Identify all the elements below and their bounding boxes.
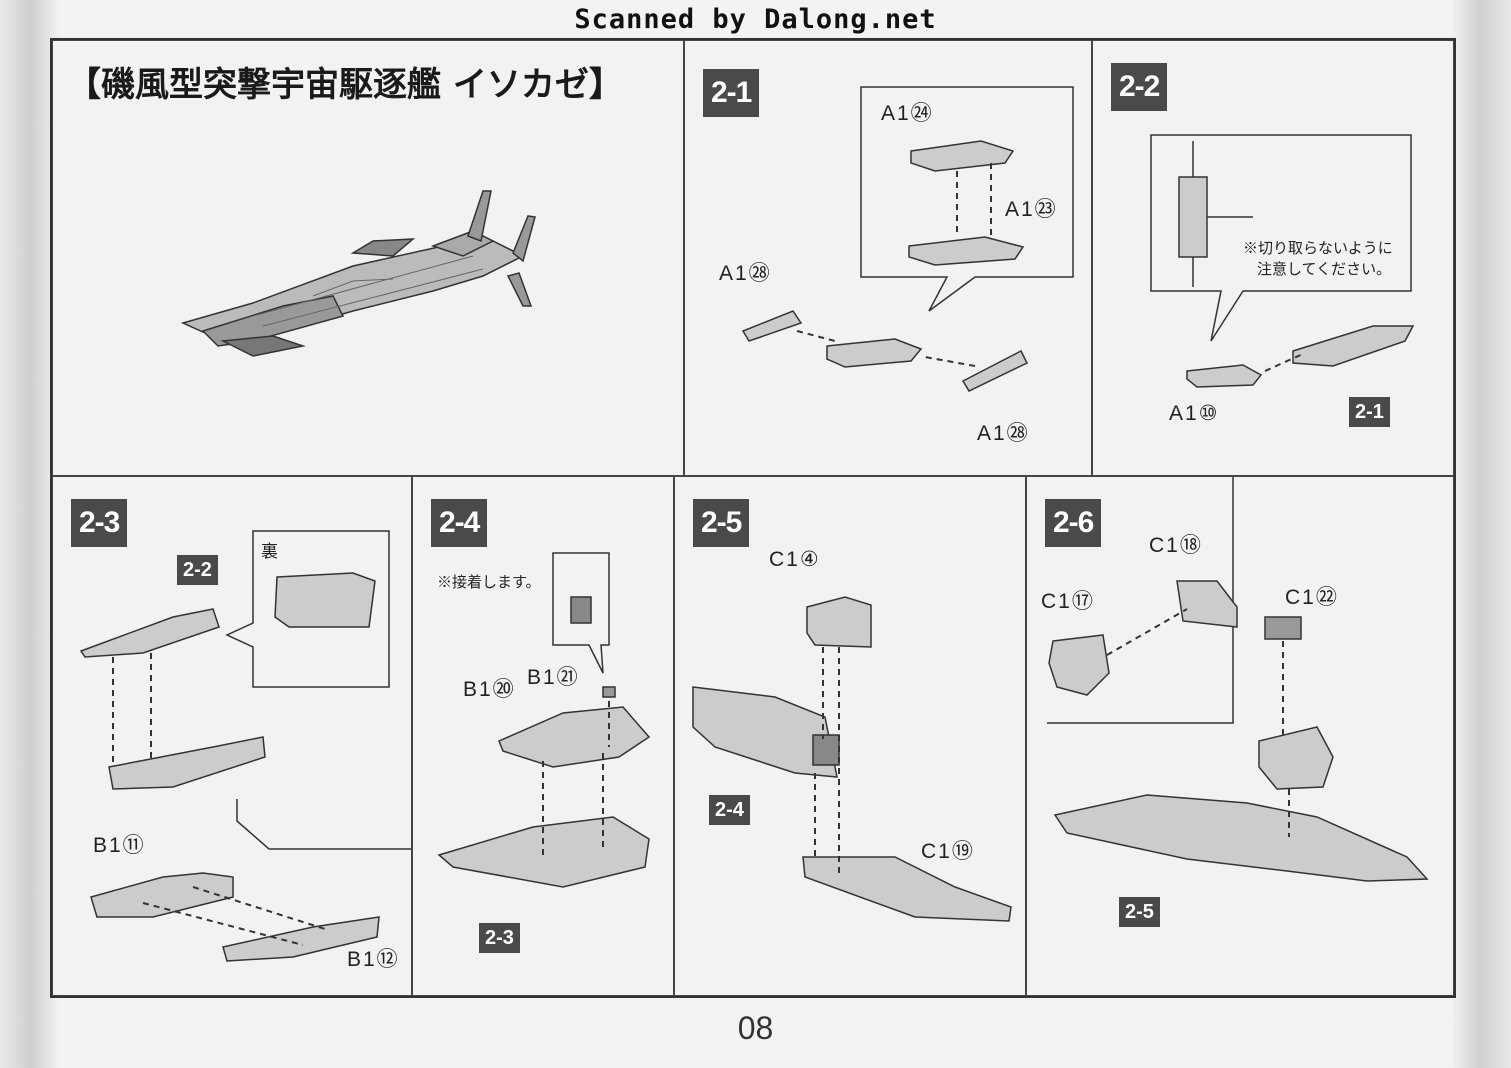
note-text: 注意してください。 — [1257, 261, 1392, 278]
step-2-4-diagram — [437, 552, 651, 888]
step-2-1-panel: 2-1 A1㉔ A1㉓ A1㉘ A1㉘ — [684, 40, 1092, 476]
ref-tag: 2-2 — [177, 555, 218, 585]
step-tag: 2-6 — [1045, 499, 1102, 547]
part-label: C1㉒ — [1285, 586, 1339, 609]
ref-tag: 2-3 — [479, 923, 520, 953]
step-2-2-panel: 2-2 ※切り取らないように 注意してください。 A1⑩ 2-1 — [1092, 40, 1454, 476]
part-label: A1㉓ — [1005, 198, 1058, 221]
ship-illustration — [180, 190, 536, 357]
note-text: ※切り取らないように — [1243, 240, 1393, 257]
step-2-5-diagram — [692, 596, 1012, 922]
part-label: A1㉘ — [977, 422, 1030, 445]
ref-tag: 2-4 — [709, 795, 750, 825]
step-2-3-diagram — [79, 530, 411, 962]
step-2-5-panel: 2-5 C1④ 2-4 C1⑲ — [674, 476, 1026, 996]
step-2-1-diagram — [741, 86, 1074, 392]
part-label: C1⑰ — [1041, 590, 1095, 613]
step-2-6-diagram — [1047, 477, 1429, 882]
part-label: B1㉑ — [527, 666, 580, 689]
part-label: C1④ — [769, 548, 821, 571]
step-tag: 2-4 — [431, 499, 488, 547]
step-tag: 2-2 — [1111, 63, 1168, 111]
note-text: ※接着します。 — [437, 574, 541, 591]
part-label: C1⑲ — [921, 840, 975, 863]
part-label: A1⑩ — [1169, 402, 1220, 425]
part-label: C1⑱ — [1149, 534, 1203, 557]
step-2-6-panel: 2-6 C1⑰ C1⑱ C1㉒ 2-5 — [1026, 476, 1454, 996]
step-2-4-panel: 2-4 ※接着します。 B1⑳ B1㉑ 2-3 — [412, 476, 674, 996]
step-2-3-panel: 2-3 2-2 裏 B1⑪ B1⑫ — [52, 476, 412, 996]
part-label: B1⑪ — [93, 834, 146, 857]
step-2-2-diagram — [1150, 134, 1415, 388]
scan-credit: Scanned by Dalong.net — [574, 4, 937, 35]
step-tag: 2-1 — [703, 69, 760, 117]
part-label: B1⑳ — [463, 678, 516, 701]
part-label: A1㉘ — [719, 262, 772, 285]
back-label: 裏 — [261, 542, 278, 561]
page-number: 08 — [737, 1010, 774, 1046]
step-tag: 2-5 — [693, 499, 750, 547]
title-panel: 【磯風型突撃宇宙駆逐艦 イソカゼ】 — [52, 40, 684, 476]
page-title: 【磯風型突撃宇宙駆逐艦 イソカゼ】 — [67, 65, 623, 105]
part-label: A1㉔ — [881, 102, 934, 125]
part-label: B1⑫ — [347, 948, 400, 971]
ref-tag: 2-1 — [1349, 397, 1390, 427]
step-tag: 2-3 — [71, 499, 128, 547]
ref-tag: 2-5 — [1119, 897, 1160, 927]
instruction-sheet: 【磯風型突撃宇宙駆逐艦 イソカゼ】 2-1 — [50, 38, 1456, 998]
